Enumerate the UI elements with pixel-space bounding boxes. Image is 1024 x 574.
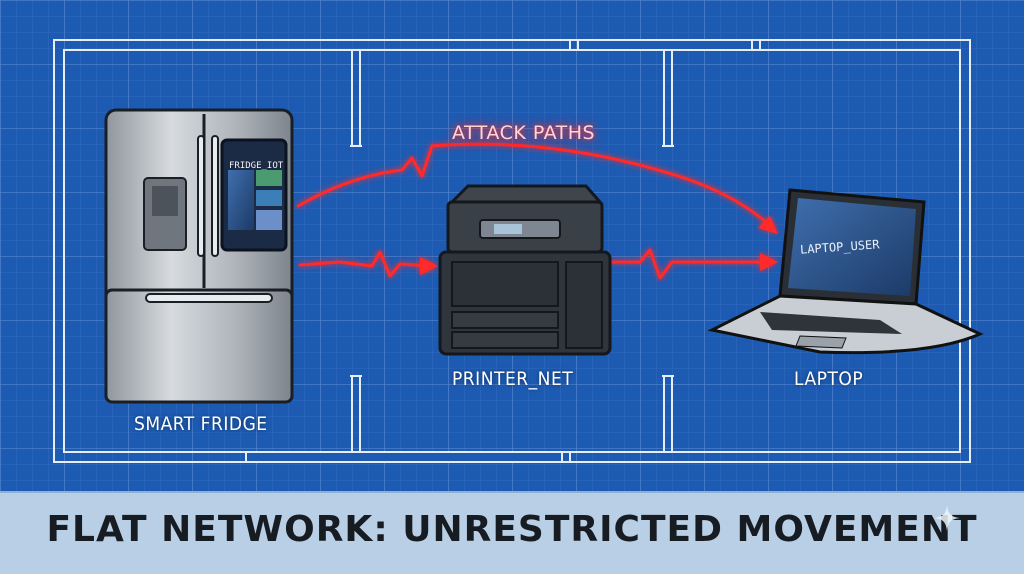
laptop-icon	[707, 188, 984, 355]
laptop-label: LAPTOP	[794, 368, 864, 390]
arrowhead-top	[758, 216, 778, 234]
floor-plan-walls	[53, 39, 971, 463]
attack-path-fridge-to-laptop-top	[296, 142, 772, 228]
attack-arrowheads	[420, 216, 778, 275]
door-opening-edges	[245, 40, 761, 462]
fridge-screen-label: FRIDGE_IOT	[229, 161, 284, 171]
banner-title: FLAT NETWORK: UNRESTRICTED MOVEMENT	[46, 509, 978, 550]
sparkle-icon	[934, 505, 960, 531]
attack-paths-label: ATTACK PATHS	[452, 122, 596, 144]
arrowhead-printer-laptop	[760, 253, 778, 271]
attack-paths	[296, 142, 772, 280]
title-banner: FLAT NETWORK: UNRESTRICTED MOVEMENT	[0, 491, 1024, 574]
smart-fridge-icon	[104, 108, 294, 404]
printer-icon	[438, 184, 612, 356]
arrowhead-fridge-printer	[420, 257, 438, 275]
attack-path-printer-to-laptop	[610, 248, 772, 280]
attack-path-fridge-to-printer	[298, 250, 434, 278]
printer-label: PRINTER_NET	[452, 368, 574, 390]
door-openings	[254, 41, 752, 461]
smart-fridge-label: SMART FRIDGE	[134, 413, 268, 435]
